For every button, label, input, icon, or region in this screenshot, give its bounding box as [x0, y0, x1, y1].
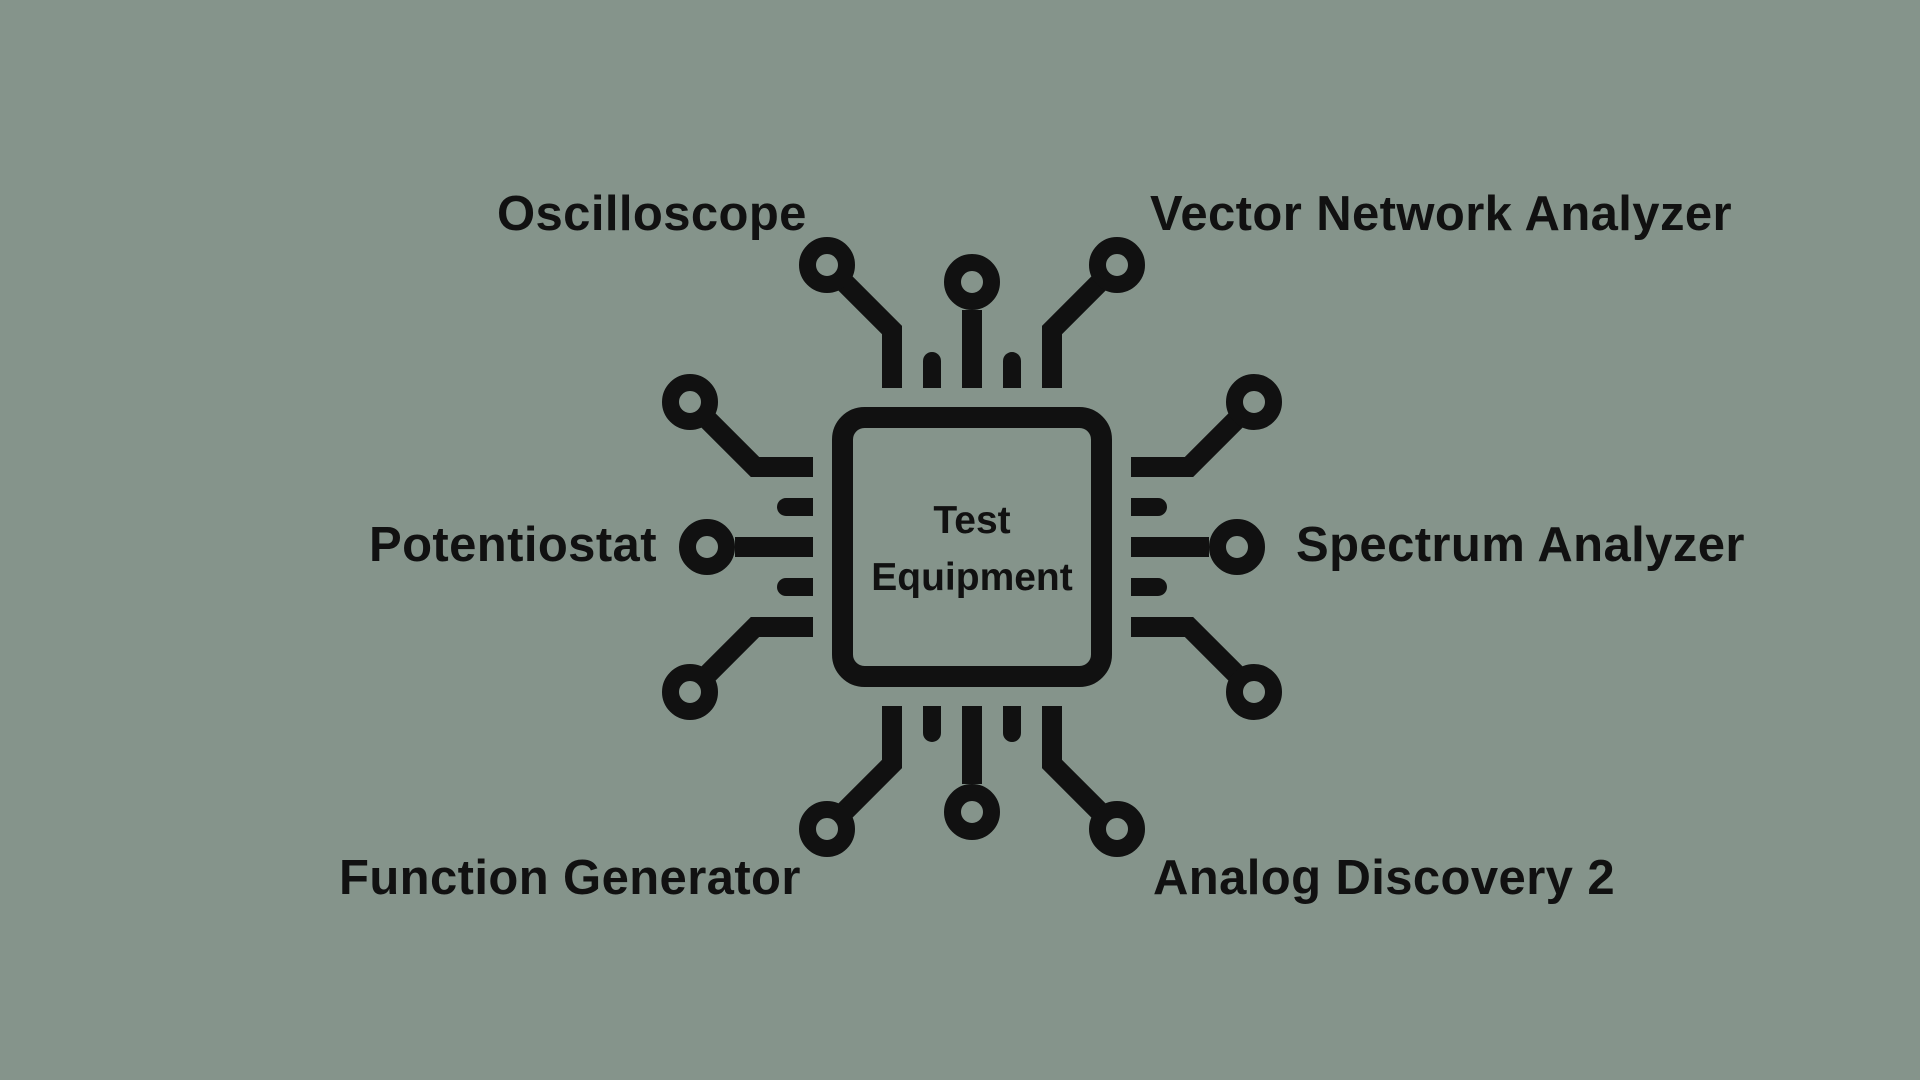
node-label-analog-discovery-2: Analog Discovery 2	[1153, 851, 1615, 905]
chip-label-line2: Equipment	[871, 556, 1073, 599]
node-label-vector-network-analyzer: Vector Network Analyzer	[1150, 187, 1732, 241]
chip-label-line1: Test	[933, 499, 1010, 542]
node-label-potentiostat: Potentiostat	[369, 518, 657, 572]
chip-body	[832, 407, 1112, 687]
node-label-spectrum-analyzer: Spectrum Analyzer	[1296, 518, 1745, 572]
chip-pins-top	[808, 246, 1137, 389]
node-label-oscilloscope: Oscilloscope	[497, 187, 807, 241]
node-label-function-generator: Function Generator	[339, 851, 801, 905]
chip-pins-bottom	[808, 706, 1137, 849]
chip-pins-left	[671, 383, 814, 712]
microchip-icon: Test Equipment	[642, 217, 1302, 877]
chip-pins-right	[1131, 383, 1274, 712]
